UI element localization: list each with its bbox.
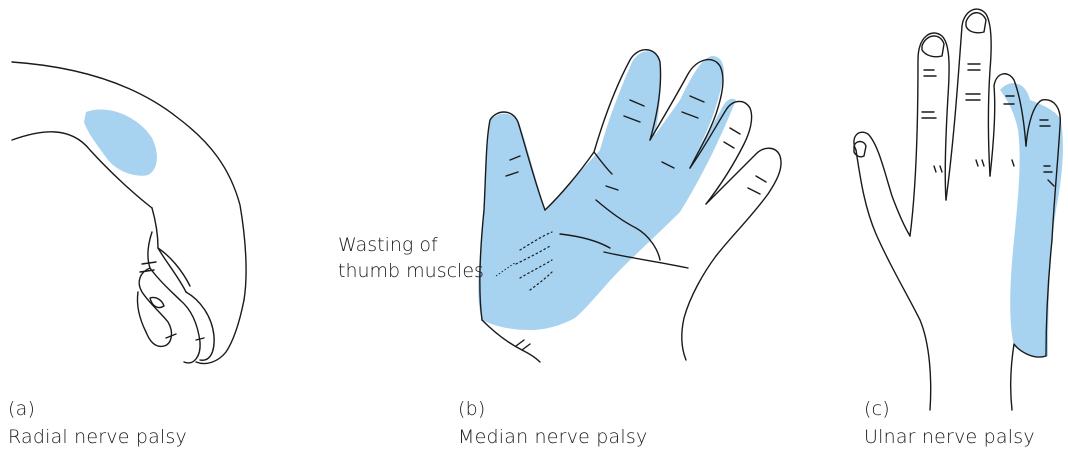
median-sensory-loss-area bbox=[478, 51, 736, 330]
radial-sensory-loss-area bbox=[84, 110, 157, 176]
median-nerve-hand-drawing bbox=[478, 50, 781, 362]
panel-b-annotation-line2: thumb muscles bbox=[338, 259, 484, 284]
panel-c-caption: Ulnar nerve palsy bbox=[864, 426, 1035, 448]
panel-c-label: (c) bbox=[864, 398, 890, 420]
panel-b-label: (b) bbox=[458, 398, 486, 420]
radial-nerve-hand-drawing bbox=[12, 62, 246, 364]
panel-a-label: (a) bbox=[8, 398, 35, 420]
ulnar-nerve-hand-drawing bbox=[854, 9, 1063, 410]
panel-b-annotation-line1: Wasting of bbox=[338, 233, 438, 258]
panel-a-caption: Radial nerve palsy bbox=[8, 426, 187, 448]
panel-b-caption: Median nerve palsy bbox=[458, 426, 647, 448]
